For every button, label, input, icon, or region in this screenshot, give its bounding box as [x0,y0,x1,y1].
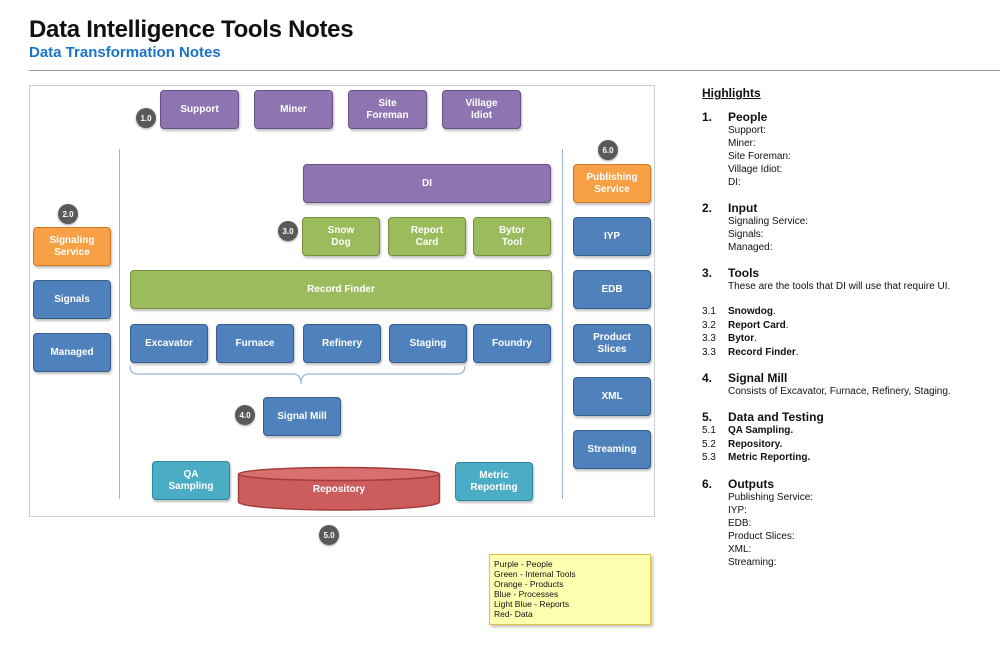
right-divider-line [562,149,563,499]
people-support-box: Support [160,90,239,129]
note-item: Village Idiot: [728,164,783,175]
output-iyp-box: IYP [573,217,651,256]
di-box: DI [303,164,551,203]
color-legend-note: Purple - People Green - Internal Tools O… [489,554,651,625]
note-item: Signaling Service: [728,216,809,227]
note-item: Miner: [728,138,756,149]
note-item: Publishing Service: [728,491,814,503]
highlights-heading: Highlights [702,86,761,100]
section-outputs: 6.Outputs Publishing Service: IYP: EDB: … [702,477,992,569]
process-refinery-box: Refinery [303,324,381,363]
qa-sampling-box: QA Sampling [152,461,230,500]
tool-snow-dog-box: Snow Dog [302,217,380,256]
note-item: DI: [728,177,741,188]
output-publishing-service-box: Publishing Service [573,164,651,203]
note-item: Streaming: [728,556,777,568]
section-description: These are the tools that DI will use tha… [728,281,951,292]
output-xml-box: XML [573,377,651,416]
section-tools: 3. Tools These are the tools that DI will… [702,266,992,359]
note-item: XML: [728,543,752,555]
section-title: Outputs [728,476,774,491]
people-site-foreman-box: Site Foreman [348,90,427,129]
badge-tools: 3.0 [278,221,298,241]
signal-mill-brace [129,365,466,385]
input-signals-box: Signals [33,280,111,319]
output-edb-box: EDB [573,270,651,309]
input-signaling-service-box: Signaling Service [33,227,111,266]
process-foundry-box: Foundry [473,324,551,363]
signal-mill-box: Signal Mill [263,397,341,436]
tool-report-card-box: Report Card [388,217,466,256]
section-title: Data and Testing [728,410,824,424]
section-title: Signal Mill [728,371,788,385]
highlights-panel: Highlights 1. People Support: Miner: Site… [702,86,992,569]
people-miner-box: Miner [254,90,333,129]
metric-reporting-box: Metric Reporting [455,462,533,501]
process-furnace-box: Furnace [216,324,294,363]
section-description: Consists of Excavator, Furnace, Refinery… [728,386,951,397]
legend-item: Light Blue - Reports [494,599,570,609]
note-item: Product Slices: [728,530,795,542]
legend-item: Red- Data [494,609,533,619]
legend-item: Orange - Products [494,579,564,589]
section-number: 2. [702,201,713,215]
section-title: Input [728,201,758,215]
note-item: Managed: [728,242,773,253]
input-managed-box: Managed [33,333,111,372]
section-number: 5. [702,410,713,424]
section-number: 1. [702,110,713,124]
legend-item: Blue - Processes [494,589,559,599]
section-signal-mill: 4. Signal Mill Consists of Excavator, Fur… [702,371,992,398]
legend-item: Purple - People [494,559,553,569]
tool-bytor-box: Bytor Tool [473,217,551,256]
badge-signal-mill: 4.0 [235,405,255,425]
note-item: Signals: [728,229,764,240]
section-number: 3. [702,266,713,280]
output-streaming-box: Streaming [573,430,651,469]
badge-inputs: 2.0 [58,204,78,224]
note-item: IYP: [728,504,747,516]
output-product-slices-box: Product Slices [573,324,651,363]
page-subtitle: Data Transformation Notes [29,44,221,61]
section-number: 6. [702,476,713,491]
note-item: Support: [728,125,766,136]
process-excavator-box: Excavator [130,324,208,363]
record-finder-box: Record Finder [130,270,552,309]
note-item: EDB: [728,517,752,529]
people-village-idiot-box: Village Idiot [442,90,521,129]
left-divider-line [119,149,120,499]
process-staging-box: Staging [389,324,467,363]
legend-item: Green - Internal Tools [494,569,576,579]
repository-cylinder-shape [237,466,441,511]
badge-outputs: 6.0 [598,140,618,160]
architecture-diagram: 1.0 Support Miner Site Foreman Village I… [29,85,655,517]
section-people: 1. People Support: Miner: Site Foreman: V… [702,110,992,189]
section-title: Tools [728,266,760,280]
note-item: Site Foreman: [728,151,791,162]
section-number: 4. [702,371,713,385]
header-divider [29,70,1000,71]
badge-people: 1.0 [136,108,156,128]
repository-label: Repository [312,484,366,495]
badge-data-testing: 5.0 [319,525,339,545]
section-title: People [728,110,768,124]
page-title: Data Intelligence Tools Notes [29,16,354,43]
section-input: 2. Input Signaling Service: Signals: Mana… [702,201,992,254]
